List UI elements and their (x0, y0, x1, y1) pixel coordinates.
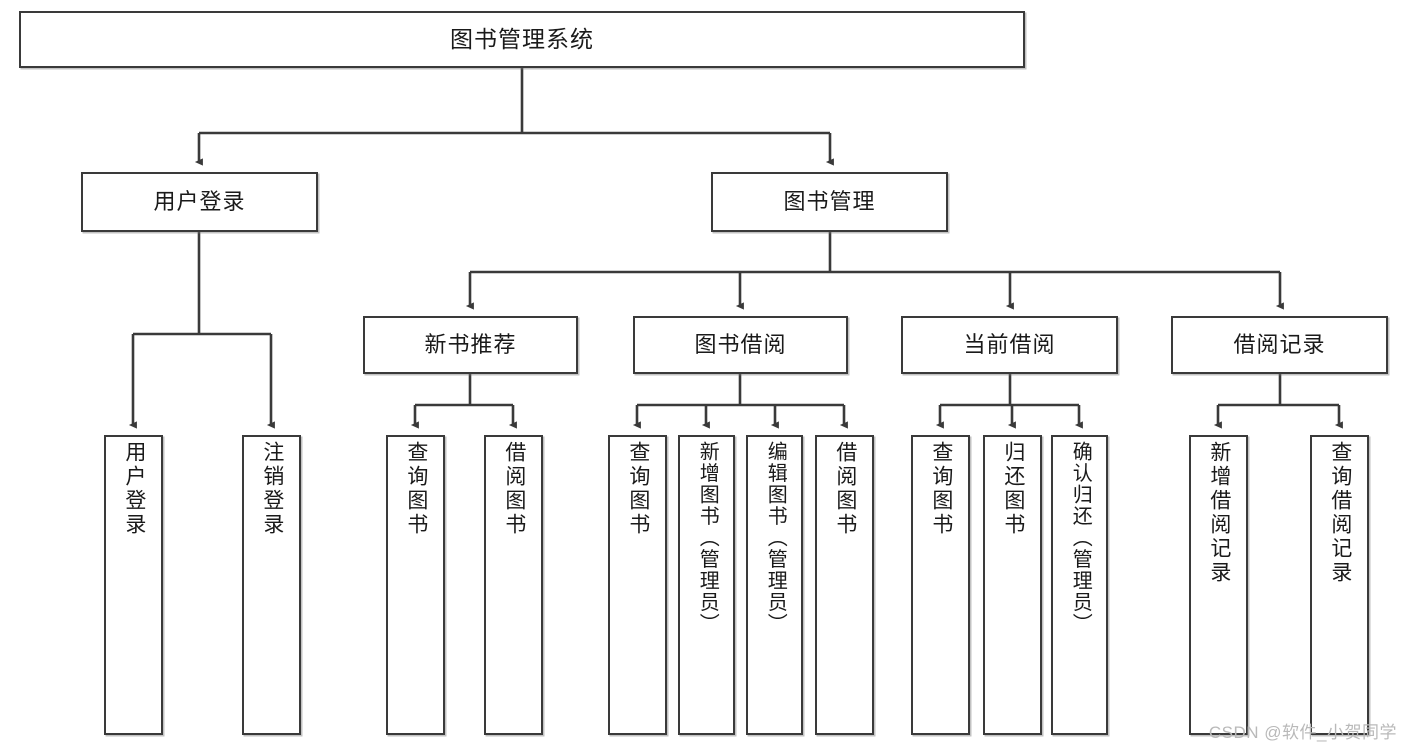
node-current-borrow[interactable]: 当前借阅 (901, 316, 1118, 374)
node-leaf-logout-label: 注销登录 (260, 441, 284, 537)
node-leaf-borrow-book-1-label: 借阅图书 (502, 441, 526, 537)
node-leaf-confirm-return-label: 确认归还（管理员） (1069, 441, 1092, 635)
node-new-book-rec[interactable]: 新书推荐 (363, 316, 578, 374)
node-user-login-label: 用户登录 (153, 188, 246, 214)
watermark-text: CSDN @软件_小贺同学 (1208, 723, 1397, 742)
node-book-borrow[interactable]: 图书借阅 (633, 316, 848, 374)
node-leaf-query-record-label: 查询借阅记录 (1328, 441, 1352, 585)
node-leaf-user-login-label: 用户登录 (122, 441, 146, 537)
node-book-manage[interactable]: 图书管理 (711, 172, 948, 232)
node-borrow-record-label: 借阅记录 (1233, 331, 1326, 357)
node-leaf-borrow-book-2[interactable]: 借阅图书 (815, 435, 874, 735)
node-leaf-edit-book-label: 编辑图书（管理员） (764, 441, 787, 635)
node-root-label: 图书管理系统 (450, 25, 594, 52)
node-leaf-add-record[interactable]: 新增借阅记录 (1189, 435, 1248, 735)
node-leaf-add-book[interactable]: 新增图书（管理员） (678, 435, 735, 735)
node-leaf-borrow-book-2-label: 借阅图书 (833, 441, 857, 537)
node-current-borrow-label: 当前借阅 (963, 331, 1056, 357)
node-leaf-query-book-1[interactable]: 查询图书 (386, 435, 445, 735)
node-leaf-confirm-return[interactable]: 确认归还（管理员） (1051, 435, 1108, 735)
node-root[interactable]: 图书管理系统 (19, 11, 1025, 68)
node-leaf-add-book-label: 新增图书（管理员） (696, 441, 719, 635)
node-book-manage-label: 图书管理 (783, 188, 876, 214)
node-leaf-borrow-book-1[interactable]: 借阅图书 (484, 435, 543, 735)
node-leaf-query-book-2-label: 查询图书 (626, 441, 650, 537)
node-borrow-record[interactable]: 借阅记录 (1171, 316, 1388, 374)
node-leaf-edit-book[interactable]: 编辑图书（管理员） (746, 435, 803, 735)
node-leaf-query-record[interactable]: 查询借阅记录 (1310, 435, 1369, 735)
node-new-book-rec-label: 新书推荐 (424, 331, 517, 357)
node-leaf-query-book-2[interactable]: 查询图书 (608, 435, 667, 735)
node-leaf-add-record-label: 新增借阅记录 (1207, 441, 1231, 585)
node-user-login[interactable]: 用户登录 (81, 172, 318, 232)
node-book-borrow-label: 图书借阅 (694, 331, 787, 357)
node-leaf-return-book-label: 归还图书 (1001, 441, 1025, 537)
node-leaf-return-book[interactable]: 归还图书 (983, 435, 1042, 735)
node-leaf-logout[interactable]: 注销登录 (242, 435, 301, 735)
node-leaf-query-book-3-label: 查询图书 (929, 441, 953, 537)
node-leaf-query-book-1-label: 查询图书 (404, 441, 428, 537)
node-leaf-query-book-3[interactable]: 查询图书 (911, 435, 970, 735)
node-leaf-user-login[interactable]: 用户登录 (104, 435, 163, 735)
